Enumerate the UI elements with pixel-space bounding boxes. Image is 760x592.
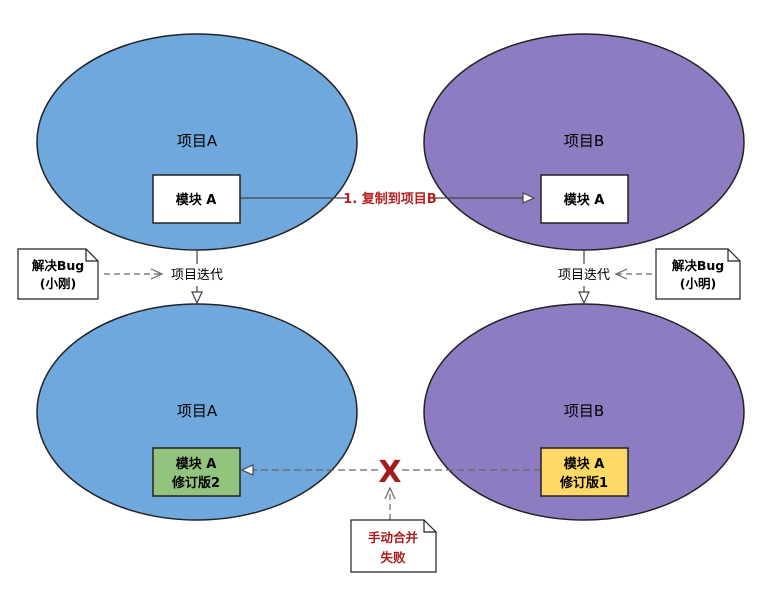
- module-a-rev2-line2: 修订版2: [171, 475, 220, 491]
- module-a-rev1-line2: 修订版1: [559, 475, 608, 491]
- note-bottom-line1: 手动合并: [368, 530, 419, 545]
- iterate-left-label: 项目迭代: [171, 268, 223, 283]
- note-left-fold: [85, 249, 98, 262]
- note-left-line2: (小刚): [40, 276, 76, 291]
- note-bottom-fold: [423, 520, 436, 533]
- note-right-line2: (小明): [680, 276, 716, 291]
- note-bottom-line2: 失败: [380, 550, 406, 565]
- module-a-rev1-line1: 模块 A: [564, 456, 605, 472]
- copy-connector-label: 1. 复制到项目B: [343, 191, 436, 207]
- module-a-top-right-box: [540, 174, 629, 224]
- note-right-shape: [655, 248, 741, 300]
- note-left-shape: [17, 248, 99, 300]
- note-right-line1: 解决Bug: [672, 258, 724, 273]
- module-a-rev2-box: [152, 447, 241, 497]
- module-a-rev2-line1: 模块 A: [176, 456, 217, 472]
- project-b-bottom-label: 项目B: [564, 402, 604, 420]
- module-a-top-right-label: 模块 A: [564, 192, 605, 208]
- merge-fail-mark: X: [378, 455, 401, 490]
- note-left-line1: 解决Bug: [32, 258, 84, 273]
- note-right-fold: [727, 249, 740, 262]
- iterate-right-label: 项目迭代: [558, 268, 610, 283]
- module-a-rev1-box: [540, 447, 629, 497]
- project-b-top-label: 项目B: [564, 132, 604, 150]
- module-a-top-left-box: [152, 174, 241, 224]
- note-bottom-shape: [350, 519, 437, 573]
- project-a-top-label: 项目A: [177, 132, 218, 150]
- module-a-top-left-label: 模块 A: [176, 192, 217, 208]
- project-a-bottom-label: 项目A: [177, 402, 218, 420]
